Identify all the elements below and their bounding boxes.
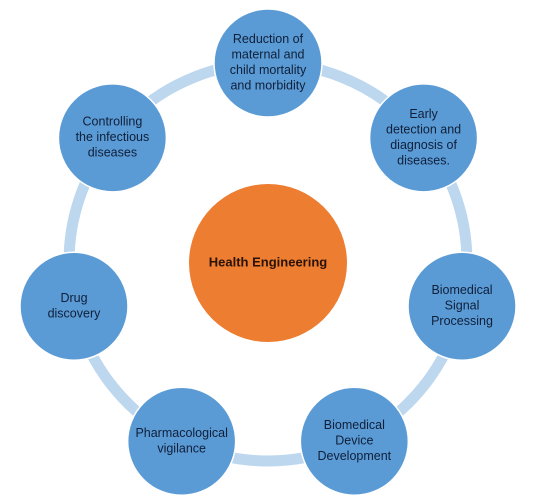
node-circle	[299, 386, 410, 497]
node-label-line: Controlling	[83, 115, 143, 129]
node-label-line: detection and	[386, 122, 461, 136]
node-label-line: vigilance	[157, 441, 206, 455]
node-label-line: maternal and	[232, 48, 305, 62]
node-circle	[57, 83, 168, 193]
node-label-line: Drug	[60, 291, 87, 305]
node-label-line: diseases	[88, 146, 137, 160]
node-label-line: Early	[409, 107, 438, 121]
node-label-line: Device	[335, 434, 373, 448]
node-label-line: child mortality	[230, 63, 307, 77]
node-label-line: Processing	[431, 314, 493, 328]
node-label-line: Biomedical	[431, 283, 492, 297]
node-label-line: Signal	[445, 299, 480, 313]
node-label-line: Pharmacological	[135, 426, 227, 440]
node-circle	[126, 386, 237, 497]
node-circle	[368, 83, 479, 193]
node-label-line: diagnosis of	[390, 138, 457, 152]
center-label: Health Engineering	[209, 254, 328, 269]
node-label-line: Biomedical	[324, 418, 385, 432]
node-circle	[407, 251, 517, 362]
node-circle	[19, 251, 129, 362]
node-label-line: Development	[318, 449, 392, 463]
node-label-line: and morbidity	[230, 79, 306, 93]
node-label-line: diseases.	[397, 153, 450, 167]
node-circle	[213, 8, 323, 118]
node-label-line: the infectious	[76, 130, 150, 144]
node-label-line: Reduction of	[233, 32, 304, 46]
node-label-line: discovery	[48, 306, 102, 320]
center-node: Health Engineering	[189, 184, 347, 342]
center-circle	[189, 184, 347, 342]
